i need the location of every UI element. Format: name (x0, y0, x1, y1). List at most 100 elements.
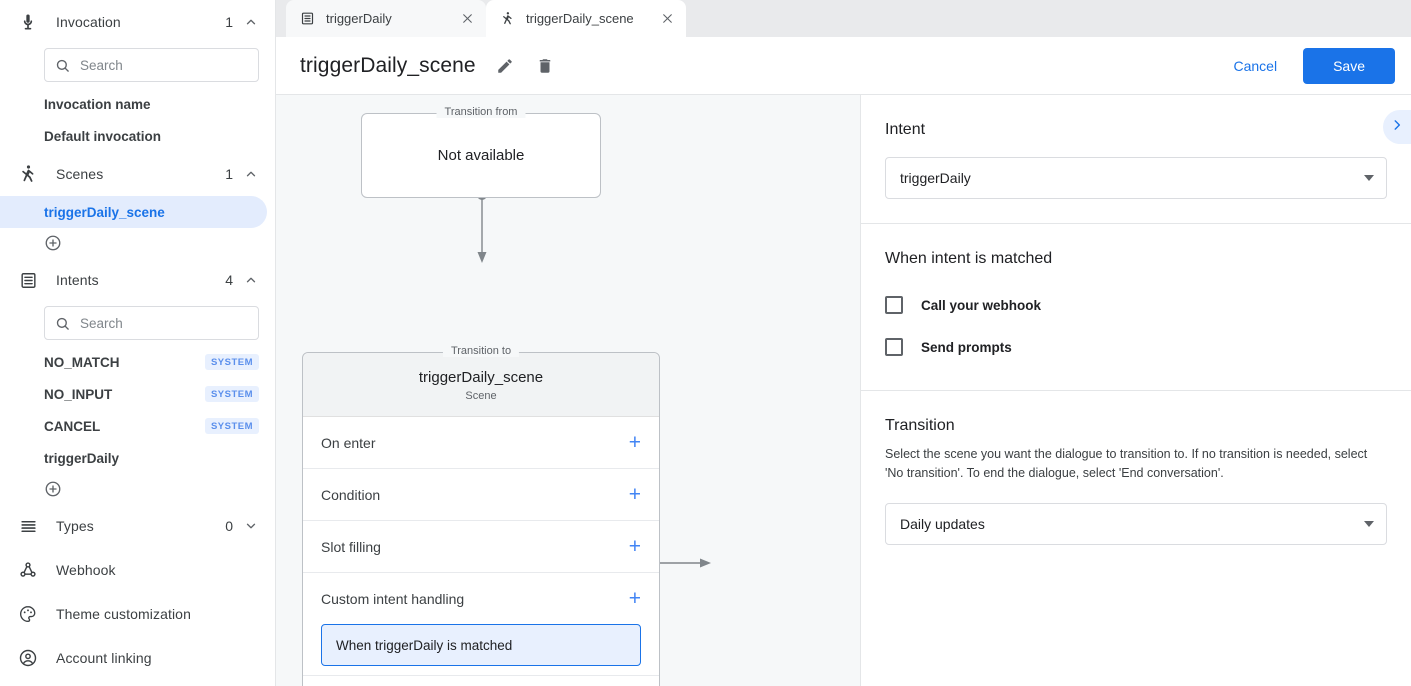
add-icon[interactable]: + (628, 535, 641, 558)
page-title: triggerDaily_scene (300, 53, 476, 77)
chevron-down-icon[interactable] (243, 518, 259, 534)
scene-row-on-enter[interactable]: On enter + (303, 417, 659, 469)
account-circle-icon (16, 646, 40, 670)
transition-select-value: Daily updates (900, 515, 985, 532)
sidebar-item-label: triggerDaily_scene (44, 204, 165, 220)
tab-label: triggerDaily_scene (526, 11, 634, 26)
add-circle-icon[interactable] (44, 480, 62, 498)
sidebar-item-triggerdaily[interactable]: triggerDaily (0, 442, 275, 474)
tab-triggerdaily[interactable]: triggerDaily (286, 0, 486, 37)
scene-card-header: triggerDaily_scene Scene (303, 353, 659, 417)
chevron-down-icon (1364, 520, 1374, 527)
status-badge: SYSTEM (204, 354, 259, 370)
checkbox-call-your-webhook[interactable]: Call your webhook (885, 286, 1387, 324)
sidebar-item-label: NO_INPUT (44, 386, 113, 402)
sidebar-item-label: Default invocation (44, 128, 162, 144)
scene-card-name: triggerDaily_scene (418, 369, 544, 386)
sidebar-section-types-label: Types (56, 518, 94, 534)
checkbox-box[interactable] (885, 338, 903, 356)
panel-section-transition: Transition Select the scene you want the… (861, 391, 1411, 569)
sidebar-section-types[interactable]: Types 0 (0, 504, 275, 548)
sidebar-section-scenes-count: 1 (225, 166, 233, 182)
intents-list-icon (16, 268, 40, 292)
transition-from-text: Not available (437, 147, 525, 164)
close-icon[interactable] (658, 10, 676, 28)
webhook-nodes-icon (16, 558, 40, 582)
types-lines-icon (16, 514, 40, 538)
sidebar-section-scenes[interactable]: Scenes 1 (0, 152, 275, 196)
intent-select[interactable]: triggerDaily (885, 157, 1387, 199)
sidebar-item-no-input[interactable]: NO_INPUT SYSTEM (0, 378, 275, 410)
status-badge: SYSTEM (204, 386, 259, 402)
scene-node-card[interactable]: Transition to triggerDaily_scene Scene O… (302, 345, 660, 686)
sidebar-section-invocation-count: 1 (225, 14, 233, 30)
intent-select-value: triggerDaily (900, 170, 971, 186)
intent-section-title: Intent (885, 121, 926, 138)
sidebar-section-intents[interactable]: Intents 4 (0, 258, 275, 302)
checkbox-label: Send prompts (921, 339, 1012, 355)
add-icon[interactable]: + (628, 483, 641, 506)
sidebar-item-label: NO_MATCH (44, 354, 120, 370)
add-circle-icon[interactable] (44, 234, 62, 252)
add-intent-row[interactable] (0, 474, 275, 504)
close-icon[interactable] (458, 10, 476, 28)
cancel-button[interactable]: Cancel (1219, 49, 1291, 83)
invocation-search[interactable] (44, 48, 259, 82)
scene-row-system-intent-handling[interactable]: System intent handling + (303, 676, 659, 686)
intent-handler-chip[interactable]: When triggerDaily is matched (321, 624, 641, 666)
transition-from-node[interactable]: Transition from Not available (361, 106, 601, 198)
add-icon[interactable]: + (628, 587, 641, 610)
scene-row-label: On enter (321, 434, 376, 451)
transition-description: Select the scene you want the dialogue t… (885, 447, 1368, 480)
scene-row-custom-intent-handling[interactable]: Custom intent handling + When triggerDai… (303, 573, 659, 676)
sidebar-item-theme-customization[interactable]: Theme customization (0, 592, 275, 636)
sidebar-item-default-invocation[interactable]: Default invocation (0, 120, 275, 152)
sidebar-item-webhook[interactable]: Webhook (0, 548, 275, 592)
panel-collapse-toggle[interactable] (1383, 110, 1411, 144)
chevron-up-icon[interactable] (243, 166, 259, 182)
intents-search-input[interactable] (80, 315, 248, 331)
checkbox-box[interactable] (885, 296, 903, 314)
sidebar-item-label: triggerDaily (44, 450, 120, 466)
main-region: triggerDaily triggerDaily_scene triggerD… (276, 0, 1411, 686)
search-icon (55, 316, 70, 331)
panel-section-intent: Intent triggerDaily (861, 95, 1411, 224)
sidebar-section-intents-count: 4 (225, 272, 233, 288)
transition-select[interactable]: Daily updates (885, 502, 1387, 545)
search-icon (55, 58, 70, 73)
sidebar-item-cancel[interactable]: CANCEL SYSTEM (0, 410, 275, 442)
sidebar-section-invocation[interactable]: Invocation 1 (0, 0, 275, 44)
sidebar-item-triggerdaily-scene[interactable]: triggerDaily_scene (0, 196, 267, 228)
pencil-icon[interactable] (494, 55, 516, 77)
save-button[interactable]: Save (1303, 47, 1395, 84)
invocation-search-input[interactable] (80, 57, 248, 73)
scene-graph-canvas[interactable]: Transition from Not available Transition… (276, 95, 860, 686)
add-scene-row[interactable] (0, 228, 275, 258)
transition-section-title: Transition (885, 417, 955, 434)
add-icon[interactable]: + (628, 431, 641, 454)
sidebar-item-no-match[interactable]: NO_MATCH SYSTEM (0, 346, 275, 378)
chevron-up-icon[interactable] (243, 14, 259, 30)
trash-icon[interactable] (534, 55, 556, 77)
sidebar-item-account-linking[interactable]: Account linking (0, 636, 275, 680)
sidebar-item-backend-services[interactable]: Backend services (0, 680, 275, 686)
scene-row-label: Slot filling (321, 538, 381, 555)
scene-row-condition[interactable]: Condition + (303, 469, 659, 521)
body-area: Transition from Not available Transition… (276, 95, 1411, 686)
tab-label: triggerDaily (326, 11, 392, 26)
palette-icon (16, 602, 40, 626)
page-header: triggerDaily_scene Cancel Save (276, 37, 1411, 95)
sidebar-section-intents-label: Intents (56, 272, 99, 288)
intents-search[interactable] (44, 306, 259, 340)
checkbox-send-prompts[interactable]: Send prompts (885, 328, 1387, 366)
scene-row-label: Custom intent handling (321, 590, 465, 607)
tab-triggerdaily-scene[interactable]: triggerDaily_scene (486, 0, 686, 37)
sidebar-item-invocation-name[interactable]: Invocation name (0, 88, 275, 120)
when-matched-title: When intent is matched (885, 250, 1053, 267)
scene-row-label: Condition (321, 486, 381, 503)
chevron-up-icon[interactable] (243, 272, 259, 288)
transition-to-legend: Transition to (442, 345, 520, 357)
intents-list-icon (300, 11, 316, 27)
right-properties-panel: Intent triggerDaily When intent is match… (860, 95, 1411, 686)
scene-row-slot-filling[interactable]: Slot filling + (303, 521, 659, 573)
